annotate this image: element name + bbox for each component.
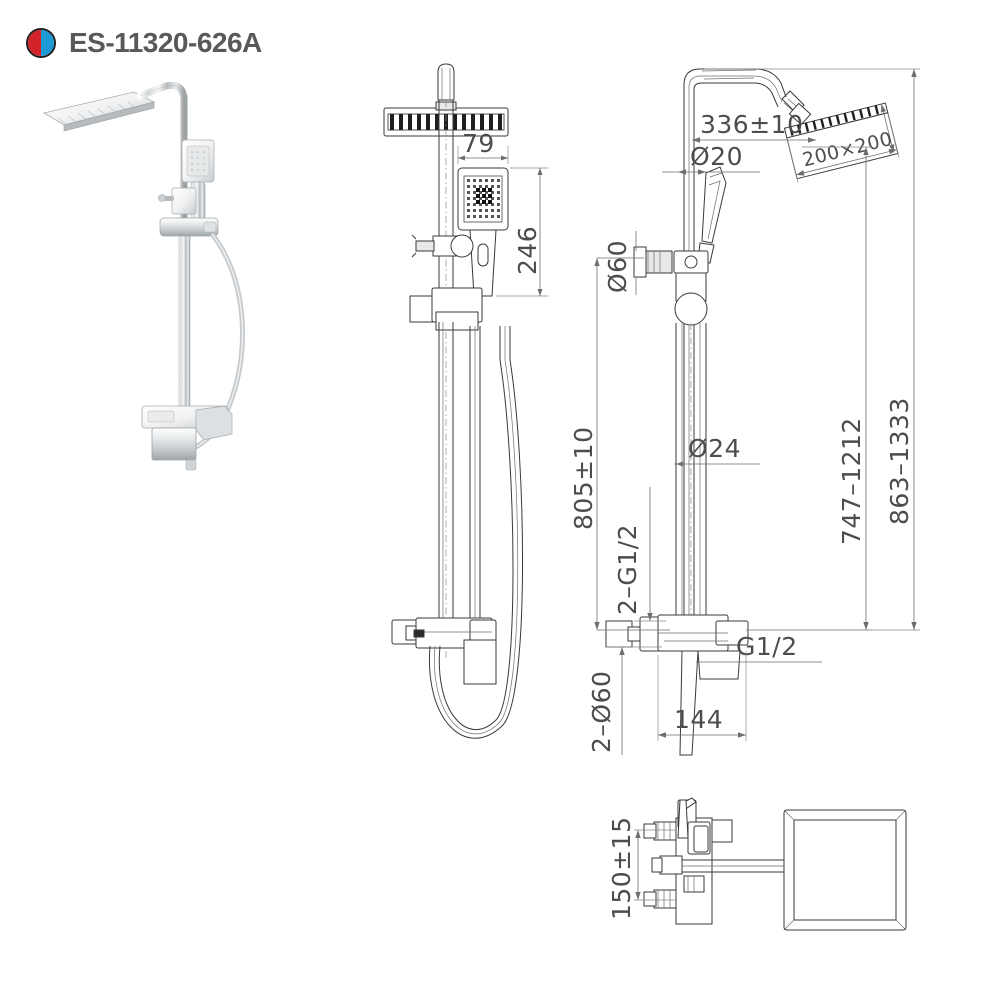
side-hand-shower — [697, 166, 727, 264]
dimension-863-1333-label: 863–1333 — [885, 397, 914, 525]
dimension-150-label: 150±15 — [607, 817, 636, 920]
photo-riser-arm — [136, 81, 188, 412]
photo-overhead-shower — [42, 91, 156, 132]
top-mixer-body — [643, 797, 733, 925]
dimension-336: 336±10 — [692, 110, 816, 143]
page-title: ES-11320-626A — [69, 27, 262, 58]
dimension-diameter-20: Ø20 — [662, 142, 760, 175]
dimension-79: 79 — [457, 129, 509, 164]
side-overhead-shower — [783, 102, 899, 180]
photo-slide-bracket — [158, 187, 197, 215]
dimension-79-label: 79 — [462, 129, 495, 158]
title-block: ES-11320-626A — [26, 28, 262, 58]
dimension-747-1212-label: 747–1212 — [837, 417, 866, 545]
dimension-336-label: 336±10 — [700, 110, 803, 139]
dimension-diameter-24-label: Ø24 — [688, 434, 741, 463]
dimension-805-label: 805±10 — [569, 427, 598, 530]
dimension-246-label: 246 — [513, 226, 542, 275]
front-slide-bracket — [411, 234, 474, 258]
side-elevation-view: 200×200 — [569, 55, 970, 756]
dimension-863-1333: 863–1333 — [704, 68, 920, 631]
dimension-2-diameter-60: 2–Ø60 — [587, 646, 662, 755]
brand-circle-icon — [26, 28, 56, 58]
front-elevation-view: 79 246 — [370, 60, 570, 739]
dimension-246: 246 — [496, 167, 548, 297]
top-shower-head-square — [783, 809, 907, 931]
side-slide-bracket — [633, 246, 709, 278]
dimension-2-g12: 2–G1/2 — [613, 487, 666, 622]
dimension-diameter-60: Ø60 — [603, 231, 637, 295]
brand-icon-left-half — [28, 30, 41, 56]
dimension-805: 805±10 — [569, 257, 670, 631]
front-hand-shower — [457, 167, 509, 297]
photo-mixer-body — [141, 405, 233, 471]
photo-riser-pipe — [178, 235, 191, 409]
dimension-150: 150±15 — [607, 817, 676, 920]
front-mixer-valve — [391, 617, 497, 685]
side-mixer-valve — [605, 614, 749, 756]
dimension-144-label: 144 — [674, 705, 723, 734]
dimension-2-g12-label: 2–G1/2 — [613, 524, 642, 615]
top-plan-view: 150±15 — [600, 780, 920, 950]
dimension-2-diameter-60-label: 2–Ø60 — [587, 671, 616, 753]
brand-icon-right-half — [41, 30, 54, 56]
dimension-g12-label: G1/2 — [736, 632, 798, 661]
dimension-diameter-24: Ø24 — [674, 434, 760, 467]
side-diverter-knob — [674, 272, 708, 326]
photo-diverter-block — [159, 217, 219, 237]
side-head-connector — [781, 90, 812, 126]
front-diverter-block — [409, 287, 483, 331]
dimension-diameter-60-label: Ø60 — [603, 240, 632, 293]
dimension-diameter-20-label: Ø20 — [690, 142, 743, 171]
dimension-747-1212: 747–1212 — [746, 146, 872, 631]
dimension-144: 144 — [657, 651, 747, 741]
product-photo — [36, 78, 276, 488]
